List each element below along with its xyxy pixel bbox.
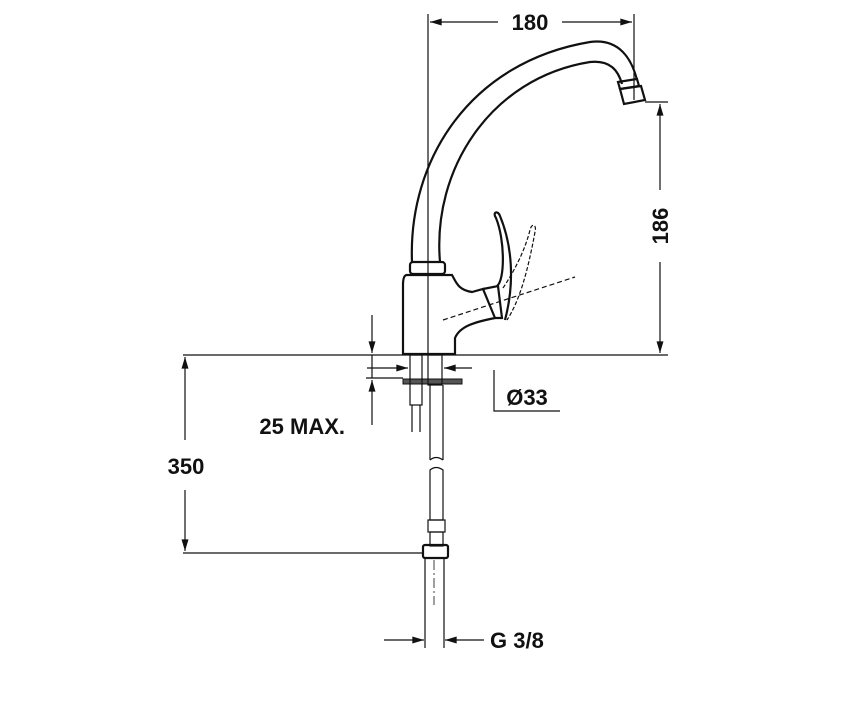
dimension-label-180: 180 [512, 10, 549, 35]
dimension-25-max: 25 MAX. [259, 315, 403, 439]
mounting-assembly [402, 354, 463, 648]
dimension-diameter-33: Ø33 [367, 364, 560, 412]
dimension-label-thread: G 3/8 [490, 628, 544, 653]
faucet-body [401, 211, 576, 356]
faucet-spout [410, 40, 647, 263]
dimension-label-186: 186 [648, 208, 673, 245]
dimension-label-diameter: Ø33 [506, 385, 548, 410]
dimension-186: 186 [645, 101, 673, 354]
dimension-350: 350 [168, 356, 423, 554]
dimension-label-350: 350 [168, 454, 205, 479]
dimension-g-3-8: G 3/8 [384, 628, 544, 653]
dimension-label-25-max: 25 MAX. [259, 414, 345, 439]
